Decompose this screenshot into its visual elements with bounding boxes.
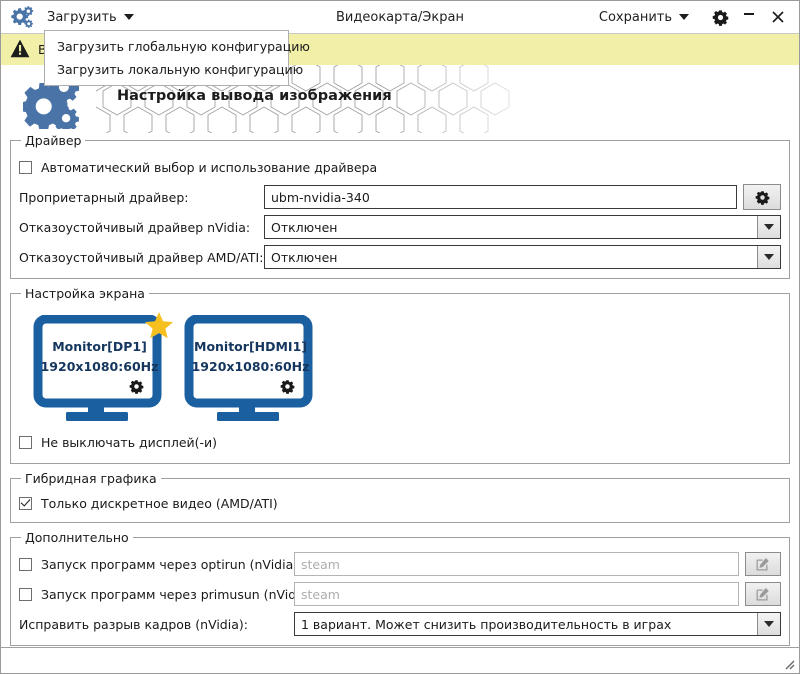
resize-grip-icon[interactable] [781, 656, 795, 670]
primusun-checkbox[interactable] [19, 587, 32, 601]
optirun-edit-button[interactable] [745, 552, 781, 576]
monitor-icon [184, 314, 313, 421]
load-menu-label: Загрузить [47, 9, 117, 25]
primusun-label: Запуск программ через primusun (nVidia): [41, 586, 317, 602]
auto-driver-checkbox[interactable] [19, 160, 32, 174]
discrete-only-checkbox-row[interactable]: Только дискретное видео (AMD/ATI) [19, 492, 278, 514]
chevron-down-icon[interactable] [757, 216, 780, 238]
monitor-icon [33, 314, 162, 421]
optirun-checkbox[interactable] [19, 557, 32, 571]
keep-display-on-label: Не выключать дисплей(-и) [41, 434, 218, 450]
amd-fallback-select[interactable]: Отключен [264, 245, 781, 269]
discrete-only-label: Только дискретное видео (AMD/ATI) [41, 495, 278, 511]
discrete-only-checkbox[interactable] [19, 496, 32, 510]
gears-icon [9, 5, 35, 29]
hybrid-graphics-legend: Гибридная графика [25, 471, 157, 486]
monitor-settings-icon[interactable] [280, 379, 295, 394]
monitor-card-hdmi1[interactable]: Monitor[HDMI1] 1920x1080:60Hz [184, 314, 317, 425]
tearfix-value: 1 вариант. Может снизить производительно… [301, 616, 672, 632]
primusun-checkbox-row[interactable]: Запуск программ через primusun (nVidia): [19, 583, 316, 605]
monitor-resolution: 1920x1080:60Hz [191, 359, 310, 374]
proprietary-driver-label: Проприетарный драйвер: [19, 189, 189, 205]
chevron-down-icon [123, 14, 134, 20]
nvidia-fallback-value: Отключен [271, 219, 338, 235]
proprietary-driver-settings-button[interactable] [743, 184, 781, 210]
optirun-label: Запуск программ через optirun (nVidia): [41, 556, 303, 572]
tearfix-select[interactable]: 1 вариант. Может снизить производительно… [294, 612, 781, 636]
primusun-row: Запуск программ через primusun (nVidia):… [19, 581, 781, 607]
keep-display-on-checkbox[interactable] [19, 435, 32, 449]
optirun-row: Запуск программ через optirun (nVidia): … [19, 551, 781, 577]
tearfix-label: Исправить разрыв кадров (nVidia): [19, 616, 248, 632]
gear-icon [712, 9, 728, 26]
status-bar [1, 647, 799, 673]
monitor-list: Monitor[DP1] 1920x1080:60Hz [19, 307, 781, 425]
monitor-card-dp1[interactable]: Monitor[DP1] 1920x1080:60Hz [33, 312, 173, 425]
menu-item-load-global[interactable]: Загрузить глобальную конфигурацию [57, 39, 310, 54]
banner-title: Настройка вывода изображения [117, 88, 392, 104]
amd-fallback-label: Отказоустойчивый драйвер AMD/ATI: [19, 249, 264, 265]
minimize-button[interactable] [736, 1, 762, 33]
optirun-input[interactable]: steam [294, 552, 739, 576]
hybrid-graphics-group: Гибридная графика Только дискретное виде… [10, 471, 790, 523]
monitor-name: Monitor[DP1] [52, 339, 147, 354]
auto-driver-row: Автоматический выбор и использование дра… [19, 154, 781, 180]
monitor-settings-icon[interactable] [129, 379, 144, 394]
screen-group: Настройка экрана Monitor[DP1] 1920x1080:… [10, 286, 790, 464]
warning-text: В [38, 42, 47, 57]
amd-fallback-row: Отказоустойчивый драйвер AMD/ATI: Отключ… [19, 244, 781, 270]
menu-item-load-local[interactable]: Загрузить локальную конфигурацию [57, 62, 304, 77]
tearfix-row: Исправить разрыв кадров (nVidia): 1 вари… [19, 611, 781, 637]
load-dropdown-menu[interactable]: Загрузить глобальную конфигурацию Загруз… [44, 30, 310, 86]
driver-group: Драйвер Автоматический выбор и использов… [10, 133, 790, 279]
proprietary-driver-row: Проприетарный драйвер: ubm-nvidia-340 [19, 184, 781, 210]
additional-group-legend: Дополнительно [25, 530, 129, 545]
main-content: Драйвер Автоматический выбор и использов… [1, 133, 799, 647]
primusun-input[interactable]: steam [294, 582, 739, 606]
nvidia-fallback-select[interactable]: Отключен [264, 215, 781, 239]
primusun-edit-button[interactable] [745, 582, 781, 606]
chevron-down-icon [679, 14, 689, 20]
title-bar: Загрузить Видеокарта/Экран Сохранить [1, 1, 799, 34]
auto-driver-label: Автоматический выбор и использование дра… [41, 159, 378, 175]
monitor-name: Monitor[HDMI1] [194, 339, 307, 354]
amd-fallback-value: Отключен [271, 249, 338, 265]
additional-group: Дополнительно Запуск программ через opti… [10, 530, 790, 646]
optirun-checkbox-row[interactable]: Запуск программ через optirun (nVidia): [19, 553, 302, 575]
auto-driver-checkbox-row[interactable]: Автоматический выбор и использование дра… [19, 156, 377, 178]
nvidia-fallback-label: Отказоустойчивый драйвер nVidia: [19, 219, 251, 235]
screen-group-legend: Настройка экрана [25, 286, 145, 301]
pencil-edit-icon [756, 588, 769, 601]
titlebar-right-controls: Сохранить [593, 1, 799, 33]
banner-fade-overlay [391, 65, 601, 133]
save-menu-button[interactable]: Сохранить [593, 7, 697, 28]
driver-group-legend: Драйвер [25, 133, 82, 148]
discrete-only-row: Только дискретное видео (AMD/ATI) [19, 492, 781, 514]
nvidia-fallback-row: Отказоустойчивый драйвер nVidia: Отключе… [19, 214, 781, 240]
chevron-down-icon[interactable] [757, 246, 780, 268]
star-icon [144, 311, 174, 340]
save-menu-label: Сохранить [598, 9, 672, 25]
load-menu-button[interactable]: Загрузить [41, 7, 142, 28]
keep-display-on-row: Не выключать дисплей(-и) [19, 431, 781, 453]
keep-display-on-checkbox-row[interactable]: Не выключать дисплей(-и) [19, 431, 217, 453]
close-button[interactable] [765, 5, 791, 29]
proprietary-driver-input[interactable]: ubm-nvidia-340 [264, 185, 737, 209]
page-banner: Настройка вывода изображения [1, 65, 799, 133]
monitor-resolution: 1920x1080:60Hz [40, 359, 159, 374]
close-icon [772, 11, 784, 23]
gear-icon [755, 190, 769, 205]
warning-triangle-icon [10, 39, 30, 61]
pencil-edit-icon [756, 558, 769, 571]
settings-button[interactable] [707, 5, 733, 29]
chevron-down-icon[interactable] [757, 613, 780, 635]
